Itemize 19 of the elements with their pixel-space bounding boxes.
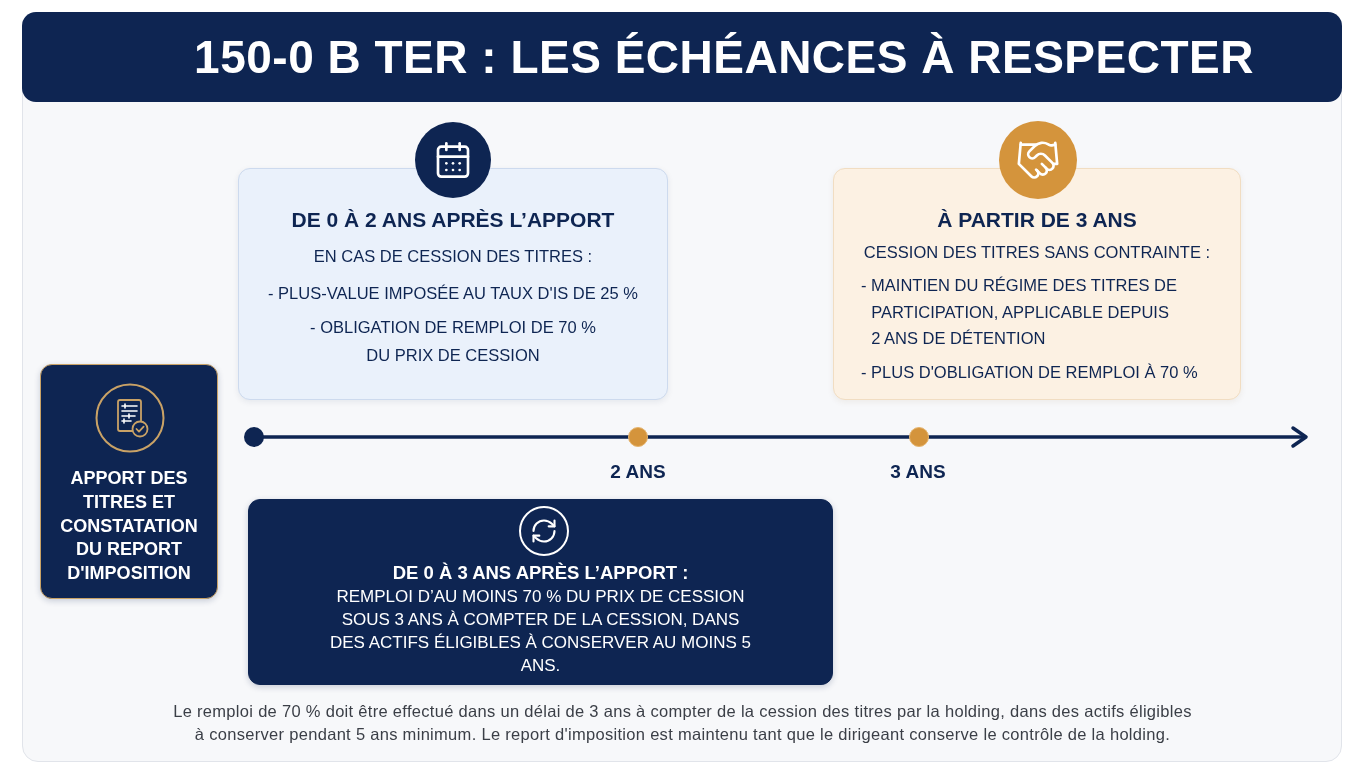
card-text: REMPLOI D’AU MOINS 70 % DU PRIX DE CESSION SOUS 3 ANS À COMPTER DE LA CESSION, DANS DES ACTIFS ÉLIGIBLES À CONSERVER AU MOINS 5 ANS. [328, 586, 752, 677]
card-subtitle: CESSION DES TITRES SANS CONTRAINTE : [863, 242, 1211, 263]
bullet-text: - PLUS-VALUE IMPOSÉE AU TAUX D'IS DE 25 % [268, 283, 638, 304]
card-heading: DE 0 À 3 ANS APRÈS L’APPORT : [392, 561, 689, 585]
card-heading: DE 0 À 2 ANS APRÈS L’APPORT [291, 207, 615, 233]
bullet-text: - OBLIGATION DE REMPLOI DE 70 % DU PRIX DE CESSION [309, 317, 597, 366]
info-card [833, 168, 1241, 400]
title: 150-0 B TER : LES ÉCHÉANCES À RESPECTER [194, 30, 1254, 84]
info-card [248, 499, 833, 685]
info-card [40, 364, 218, 599]
card-heading: À PARTIR DE 3 ANS [937, 207, 1137, 233]
card-subtitle: EN CAS DE CESSION DES TITRES : [313, 246, 593, 267]
footnote: Le remploi de 70 % doit être effectué dans un délai de 3 ans à compter de la cession des titres par la holding, dans des actifs éligibles à conserver pendant 5 ans minimum. Le report d'imposition est maintenu tant que le dirigeant conserve le contrôle de la holding. [172, 701, 1193, 745]
bullet-text: - MAINTIEN DU RÉGIME DES TITRES DE PARTICIPATION, APPLICABLE DEPUIS 2 ANS DE DÉTENTION [861, 275, 1178, 349]
bullet-text: - PLUS D'OBLIGATION DE REMPLOI À 70 % [861, 361, 1198, 383]
timeline-label: 3 ANS [890, 460, 946, 484]
info-card [238, 168, 668, 400]
card-text: APPORT DES TITRES ET CONSTATATION DU REPORT D'IMPOSITION [59, 467, 199, 585]
timeline-label: 2 ANS [610, 460, 666, 484]
